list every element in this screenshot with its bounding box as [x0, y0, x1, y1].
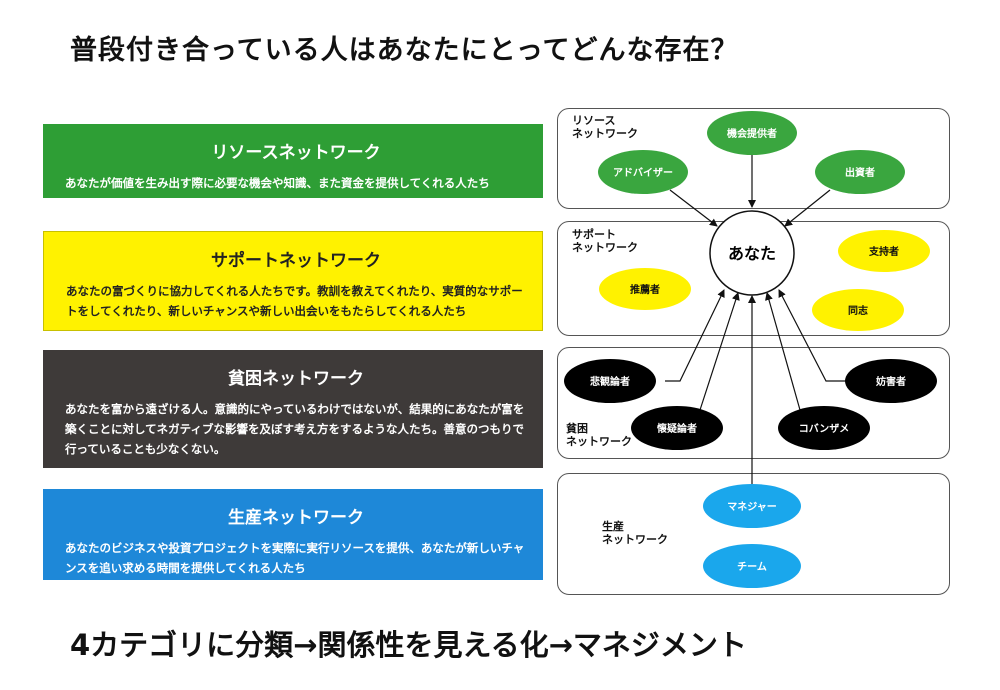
arrow-pessimist: [665, 289, 725, 382]
category-title: サポートネットワーク: [211, 251, 381, 271]
node-label-obstructor: 妨害者: [875, 375, 906, 388]
node-manager: マネジャー: [703, 484, 801, 528]
arrow-remora: [765, 292, 801, 411]
node-label-investor: 出資者: [845, 166, 875, 179]
node-label-supporter: 支持者: [868, 245, 899, 258]
category-card-poverty: 貧困ネットワーク あなたを富から遠ざける人。意識的にやっているわけではないが、結…: [43, 350, 543, 468]
node-adviser: アドバイザー: [598, 150, 688, 194]
category-description: あなたのビジネスや投資プロジェクトを実際に実行リソースを提供、あなたが新しいチャ…: [65, 541, 525, 575]
node-label-pessimist: 悲観論者: [590, 375, 630, 388]
node-remora: コバンザメ: [778, 406, 870, 450]
category-card-support: サポートネットワーク あなたの富づくりに協力してくれる人たちです。教訓を教えてく…: [43, 231, 543, 331]
category-description: あなたの富づくりに協力してくれる人たちです。教訓を教えてくれたり、実質的なサポー…: [66, 284, 523, 318]
node-investor: 出資者: [815, 150, 905, 194]
node-label-comrade: 同志: [848, 304, 868, 317]
arrow-adviser: [669, 189, 718, 227]
node-label-manager: マネジャー: [727, 501, 777, 513]
node-label-recommender: 推薦者: [630, 283, 660, 296]
footer-caption: 4カテゴリに分類→関係性を見える化→マネジメント: [70, 628, 747, 662]
category-card-production: 生産ネットワーク あなたのビジネスや投資プロジェクトを実際に実行リソースを提供、…: [43, 489, 543, 580]
node-label-skeptic: 懐疑論者: [657, 422, 697, 435]
node-label-remora: コバンザメ: [799, 423, 850, 435]
node-opportunity: 機会提供者: [707, 111, 797, 155]
category-title: 生産ネットワーク: [228, 508, 364, 528]
node-label-team: チーム: [737, 561, 767, 573]
page-title: 普段付き合っている人はあなたにとってどんな存在？: [70, 35, 739, 66]
node-recommender: 推薦者: [599, 268, 691, 310]
node-skeptic: 懐疑論者: [631, 406, 723, 450]
category-title: リソースネットワーク: [211, 143, 381, 163]
panel-label-production: 生産 ネットワーク: [602, 520, 668, 546]
center-label: あなた: [728, 244, 776, 263]
category-card-resource: リソースネットワーク あなたが価値を生み出す際に必要な機会や知識、また資金を提供…: [43, 124, 543, 198]
category-title: 貧困ネットワーク: [228, 369, 364, 389]
panel-label-resource: リソース ネットワーク: [572, 114, 638, 140]
node-supporter: 支持者: [838, 230, 930, 272]
connectors: [665, 152, 846, 488]
node-comrade: 同志: [812, 289, 904, 331]
category-description: あなたを富から遠ざける人。意識的にやっているわけではないが、結果的にあなたが富を…: [65, 402, 525, 456]
node-label-opportunity: 機会提供者: [727, 127, 777, 140]
arrow-skeptic: [699, 292, 740, 411]
node-team: チーム: [703, 544, 801, 588]
panel-label-support: サポート ネットワーク: [572, 228, 638, 254]
panel-label-poverty: 貧困 ネットワーク: [566, 422, 632, 448]
node-label-adviser: アドバイザー: [613, 167, 673, 179]
node-obstructor: 妨害者: [845, 359, 937, 403]
category-description: あなたが価値を生み出す際に必要な機会や知識、また資金を提供してくれる人たち: [65, 176, 490, 190]
center-node: あなた: [709, 210, 795, 296]
arrow-investor: [784, 189, 831, 227]
arrow-obstructor: [778, 289, 846, 382]
node-pessimist: 悲観論者: [564, 359, 656, 403]
